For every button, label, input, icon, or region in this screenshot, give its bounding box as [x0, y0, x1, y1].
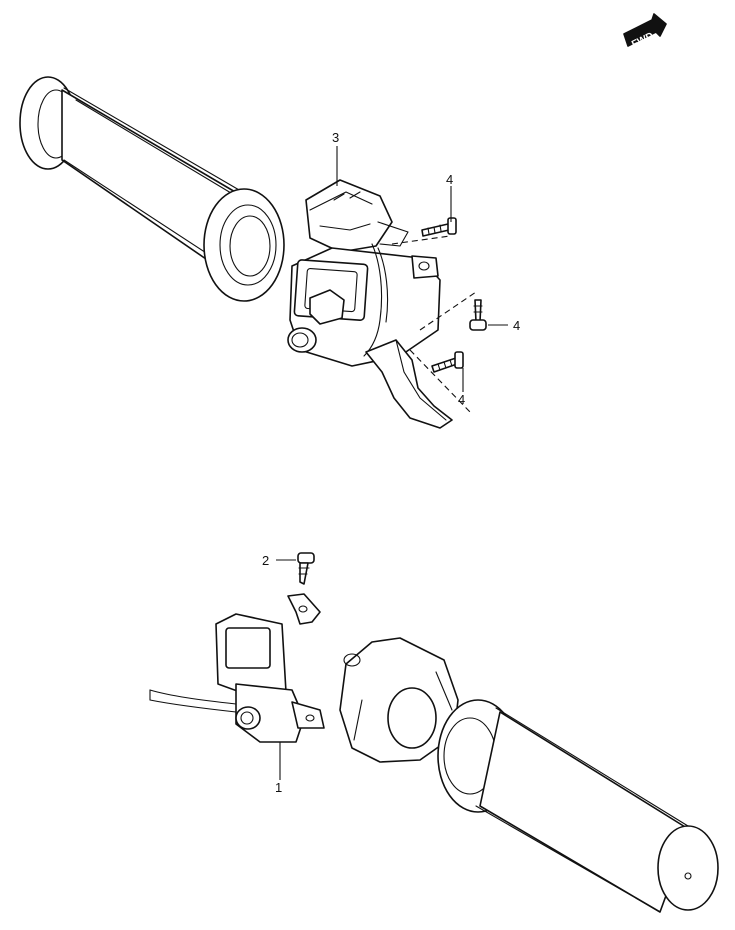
callout-4-lower: 4: [458, 392, 465, 407]
fwd-direction-badge: FWD: [623, 13, 667, 50]
right-handlebar-grip: [437, 699, 719, 913]
callout-4-top: 4: [446, 172, 453, 187]
left-switch-upper-housing: [305, 179, 409, 253]
callout-3: 3: [332, 130, 339, 145]
left-handlebar-grip: [19, 76, 285, 302]
callout-1: 1: [275, 780, 282, 795]
clutch-lever: [365, 339, 453, 429]
callout-4-middle: 4: [513, 318, 520, 333]
right-switch-housing: [149, 593, 325, 743]
screw-4-lower: [431, 351, 464, 373]
screw-2: [297, 552, 315, 585]
screw-4-middle: [469, 299, 487, 331]
screw-4-top: [421, 217, 457, 237]
callout-2: 2: [262, 553, 269, 568]
left-switch-lower-housing: [287, 243, 441, 367]
